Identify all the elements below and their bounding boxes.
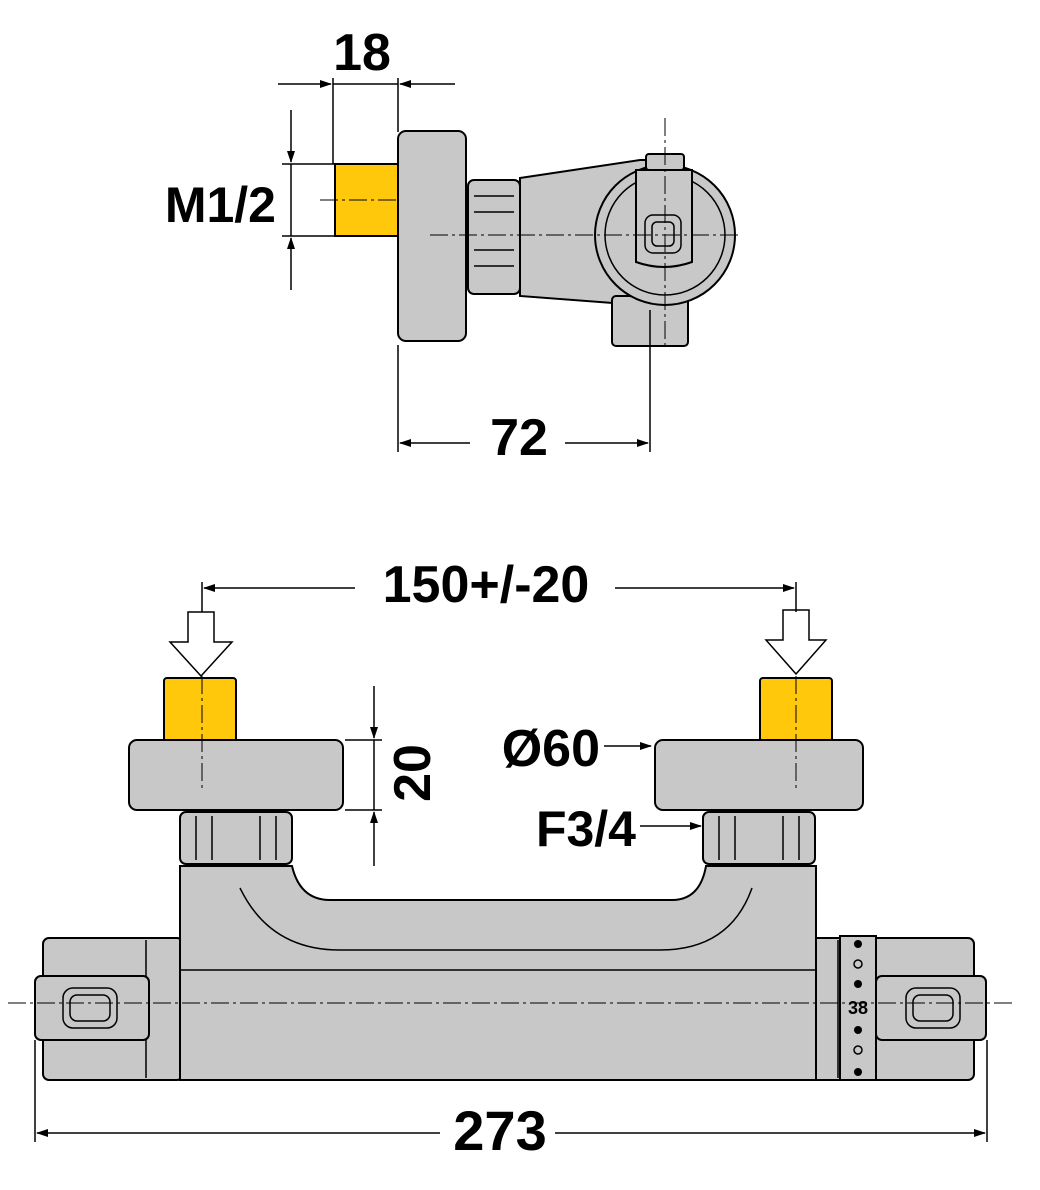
dimension-centers-label: 150+/-20	[383, 556, 590, 614]
front-right-cap: 38	[809, 935, 987, 1081]
dimension-72: 72	[397, 310, 651, 467]
dimension-20: 20	[345, 686, 442, 866]
front-left-fitting	[163, 677, 237, 743]
front-left-nut	[179, 811, 293, 865]
temperature-scale	[853, 940, 863, 1076]
front-view: 150+/-20 20 Ø60 F3/4	[8, 556, 1015, 1162]
side-view: 18 M1/2	[165, 24, 740, 467]
dimension-18: 18	[278, 24, 455, 164]
front-right-flange	[654, 739, 864, 811]
dimension-diameter: Ø60	[502, 720, 652, 778]
dimension-centers: 150+/-20	[201, 556, 797, 614]
dimension-diameter-label: Ø60	[502, 720, 600, 778]
dimension-m12-label: M1/2	[165, 177, 276, 233]
dimension-union-thread: F3/4	[536, 801, 702, 857]
dimension-273-label: 273	[453, 1099, 546, 1162]
red-down-arrow-icon	[168, 611, 234, 678]
front-right-nut	[702, 811, 816, 865]
side-knob-lever	[635, 169, 693, 268]
dimension-18-label: 18	[333, 24, 391, 82]
front-main-body	[179, 865, 817, 1081]
side-flange	[397, 130, 467, 342]
dimension-273: 273	[34, 1040, 988, 1162]
dimension-72-label: 72	[490, 409, 548, 467]
blue-down-arrow-icon	[764, 609, 828, 676]
dimension-20-label: 20	[384, 744, 442, 802]
front-left-cap	[34, 937, 184, 1081]
dimension-union-thread-label: F3/4	[536, 801, 636, 857]
temperature-mark: 38	[848, 998, 868, 1018]
side-hex-nut	[467, 179, 521, 295]
front-left-flange	[128, 739, 344, 811]
dimension-m12: M1/2	[165, 110, 338, 290]
